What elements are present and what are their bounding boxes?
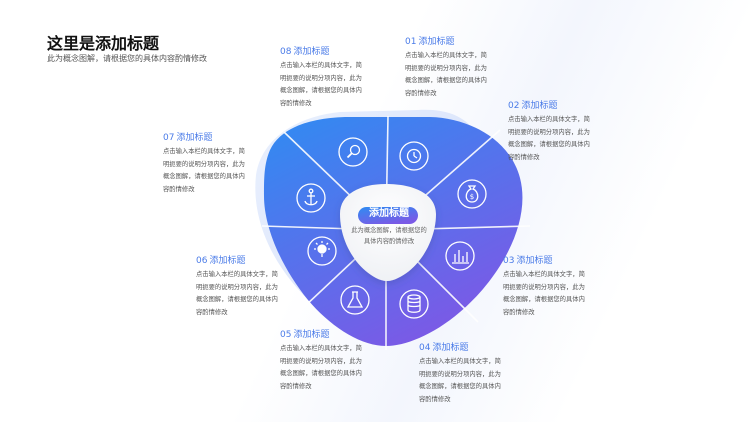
callout-desc: 点击输入本栏的具体文字，简明扼要的说明分项内容，此为概念图解，请根据您的具体内容…	[503, 271, 585, 316]
center-title-pill	[358, 207, 418, 224]
callout-desc: 点击输入本栏的具体文字，简明扼要的说明分项内容，此为概念图解，请根据您的具体内容…	[405, 52, 487, 97]
clock-icon	[399, 141, 429, 171]
bar-chart-icon	[445, 241, 475, 271]
center-desc: 此为概念图解，请根据您的 具体内容酌情修改	[351, 227, 427, 245]
flask-icon	[340, 285, 370, 315]
anchor-icon	[296, 183, 326, 213]
search-icon	[338, 137, 368, 167]
lightbulb-icon	[307, 236, 337, 266]
page-title: 这里是添加标题	[47, 34, 160, 53]
center-title: 添加标题	[369, 208, 409, 219]
page-subtitle: 此为概念图解，请根据您的具体内容酌情修改	[47, 54, 207, 63]
center-label: 添加标题 此为概念图解，请根据您的 具体内容酌情修改	[344, 207, 434, 247]
coin-stack-icon	[399, 289, 429, 319]
callout-desc: 点击输入本栏的具体文字，简明扼要的说明分项内容，此为概念图解，请根据您的具体内容…	[280, 345, 362, 390]
svg-text:$: $	[470, 193, 474, 201]
callout-desc: 点击输入本栏的具体文字，简明扼要的说明分项内容，此为概念图解，请根据您的具体内容…	[163, 148, 245, 193]
callout-desc: 点击输入本栏的具体文字，简明扼要的说明分项内容，此为概念图解，请根据您的具体内容…	[508, 116, 590, 161]
money-bag-icon: $	[457, 179, 487, 209]
callout-desc: 点击输入本栏的具体文字，简明扼要的说明分项内容，此为概念图解，请根据您的具体内容…	[419, 358, 501, 403]
callout-desc: 点击输入本栏的具体文字，简明扼要的说明分项内容，此为概念图解，请根据您的具体内容…	[280, 62, 362, 107]
callout-desc: 点击输入本栏的具体文字，简明扼要的说明分项内容，此为概念图解，请根据您的具体内容…	[196, 271, 278, 316]
segment-icons: $	[296, 137, 487, 319]
